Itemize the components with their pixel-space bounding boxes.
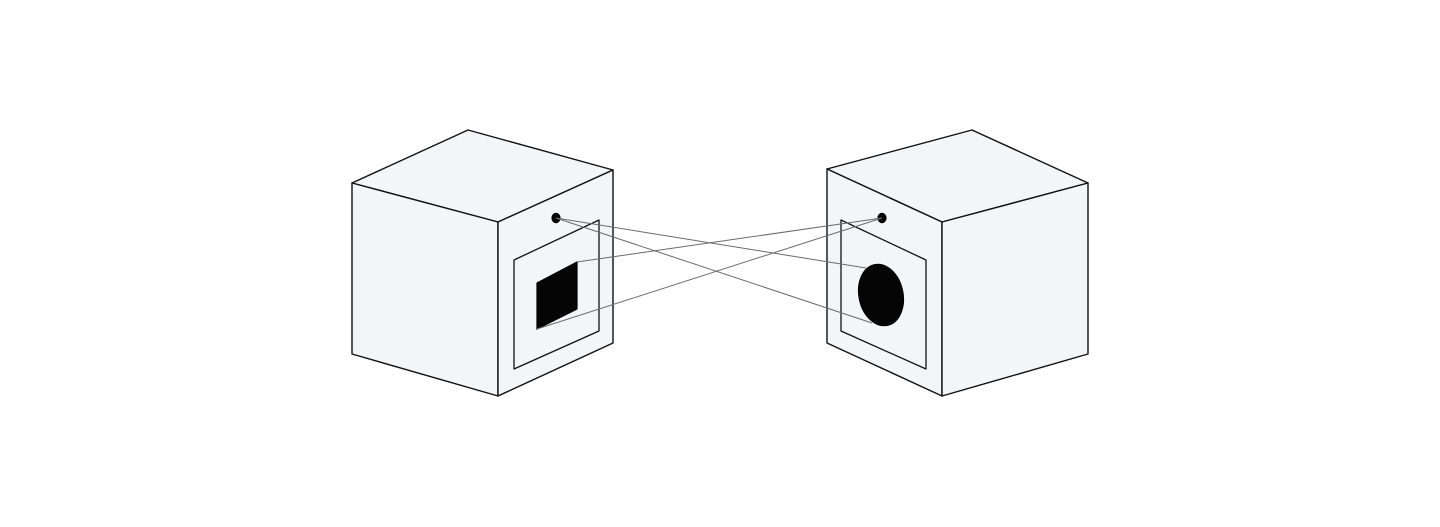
light-rays <box>536 217 883 330</box>
ray-right-pinhole-to-square-bottom <box>536 217 883 330</box>
left-box-projected-square <box>536 261 578 330</box>
right-box-projected-circle <box>857 263 905 327</box>
ray-right-pinhole-to-square-top <box>576 217 883 263</box>
ray-left-pinhole-to-circle-bottom <box>555 217 873 324</box>
left-box <box>351 129 614 397</box>
right-box-right-face <box>941 182 1089 397</box>
right-box <box>826 129 1089 397</box>
